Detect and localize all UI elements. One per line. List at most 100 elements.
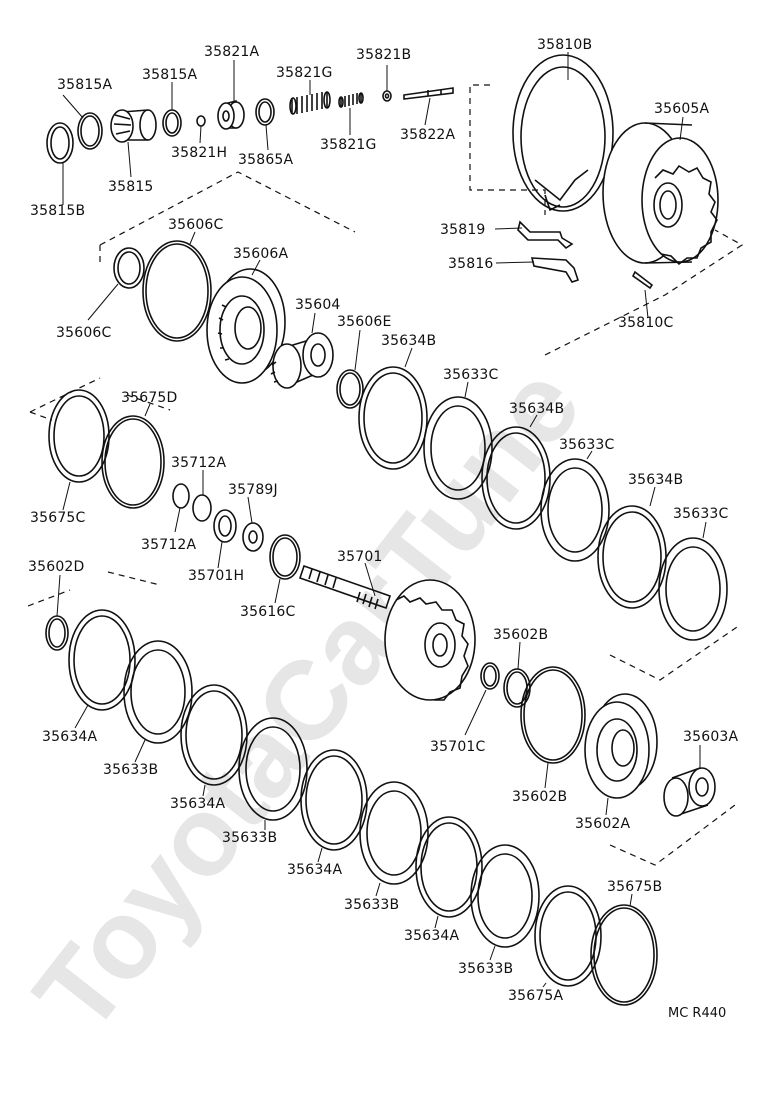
part-35815B-snap-ring — [46, 122, 74, 164]
part-35701C-ring — [480, 662, 500, 690]
label-35712A-a: 35712A — [171, 455, 227, 471]
label-35822A: 35822A — [400, 127, 456, 143]
part-35633C-disc-2 — [540, 458, 610, 562]
part-35821G-spring-small — [338, 92, 364, 108]
part-35712A-ring-2 — [192, 494, 212, 522]
label-35602A: 35602A — [575, 816, 631, 832]
label-35815A-b: 35815A — [142, 67, 198, 83]
label-35701C: 35701C — [430, 739, 486, 755]
part-35602B-large-o-ring — [520, 666, 586, 764]
label-35606A: 35606A — [233, 246, 289, 262]
label-35816: 35816 — [448, 256, 494, 272]
label-35602B-b: 35602B — [512, 789, 567, 805]
part-35815-piston — [110, 109, 157, 143]
part-35606C-small-ring — [113, 247, 145, 289]
label-35633C-a: 35633C — [443, 367, 499, 383]
part-35821G-spring-large — [289, 91, 331, 115]
label-35810C: 35810C — [618, 315, 674, 331]
part-35633B-disc-4 — [470, 844, 540, 948]
part-35810B-brake-band — [512, 54, 614, 212]
label-35815B: 35815B — [30, 203, 85, 219]
label-35606C-b: 35606C — [56, 325, 112, 341]
part-35822A-pin — [403, 87, 454, 100]
part-35633C-disc-3 — [658, 537, 728, 641]
part-35634A-plate-1 — [68, 609, 136, 711]
part-35819-bracket — [517, 220, 574, 250]
part-35616C-ring — [269, 534, 301, 580]
part-labels: 35815A 35815A 35821A 35821B 35810B 35821… — [28, 37, 739, 1021]
label-35602D: 35602D — [28, 559, 85, 575]
part-35701-input-shaft — [298, 564, 476, 701]
label-35634A-c: 35634A — [287, 862, 343, 878]
label-35712A-b: 35712A — [141, 537, 197, 553]
drawing-reference: MC R440 — [668, 1006, 726, 1021]
label-35675C: 35675C — [30, 510, 86, 526]
label-35634A-d: 35634A — [404, 928, 460, 944]
part-35602A-piston — [584, 693, 658, 799]
label-35633B-d: 35633B — [458, 961, 513, 977]
label-35634B-b: 35634B — [509, 401, 564, 417]
label-35821B: 35821B — [356, 47, 411, 63]
part-35821H-washer — [196, 115, 206, 127]
part-35634B-plate-2 — [481, 426, 551, 530]
label-35819: 35819 — [440, 222, 486, 238]
part-35606E-snap-ring — [336, 369, 364, 409]
label-35821H: 35821H — [171, 145, 227, 161]
label-35634B-c: 35634B — [628, 472, 683, 488]
part-35675C-plate — [48, 389, 110, 483]
label-35602B-a: 35602B — [493, 627, 548, 643]
label-35675B: 35675B — [607, 879, 662, 895]
part-35634B-plate-1 — [358, 366, 428, 470]
label-35603A: 35603A — [683, 729, 739, 745]
label-35634A-a: 35634A — [42, 729, 98, 745]
part-35633B-disc-1 — [123, 640, 193, 744]
part-35634B-plate-3 — [597, 505, 667, 609]
part-35789J-washer — [242, 522, 264, 552]
label-35821G-b: 35821G — [320, 137, 377, 153]
label-35604: 35604 — [295, 297, 341, 313]
part-35633C-disc-1 — [423, 396, 493, 500]
part-35606A-piston — [206, 268, 286, 384]
label-35701H: 35701H — [188, 568, 244, 584]
part-35821A-retainer — [217, 99, 245, 130]
part-35633B-disc-3 — [359, 781, 429, 885]
label-35633B-a: 35633B — [103, 762, 158, 778]
part-35675B-ring — [590, 904, 658, 1006]
part-35815A-o-ring — [77, 112, 103, 150]
label-35633C-b: 35633C — [559, 437, 615, 453]
part-35633B-disc-2 — [238, 717, 308, 821]
label-35605A: 35605A — [654, 101, 710, 117]
part-35634A-plate-4 — [415, 816, 483, 918]
part-35712A-ring-1 — [172, 483, 190, 509]
part-35602D-snap-ring — [45, 615, 69, 651]
label-35633C-c: 35633C — [673, 506, 729, 522]
part-35634A-plate-3 — [300, 749, 368, 851]
part-35865A-ring — [255, 98, 275, 126]
label-35821G-a: 35821G — [276, 65, 333, 81]
watermark-text: ToyotaCarTune — [10, 344, 604, 1055]
label-35606C-a: 35606C — [168, 217, 224, 233]
part-35816-strut — [530, 257, 580, 283]
label-35634A-b: 35634A — [170, 796, 226, 812]
label-35810B: 35810B — [537, 37, 592, 53]
label-35675D: 35675D — [121, 390, 178, 406]
label-35633B-b: 35633B — [222, 830, 277, 846]
part-35675D-ring — [101, 415, 165, 509]
label-35675A: 35675A — [508, 988, 564, 1004]
part-35605A-clutch-drum — [602, 122, 719, 266]
label-35606E: 35606E — [337, 314, 392, 330]
label-35821A: 35821A — [204, 44, 260, 60]
label-35815A-a: 35815A — [57, 77, 113, 93]
part-35821B-washer — [382, 90, 392, 102]
label-35616C: 35616C — [240, 604, 296, 620]
part-35606C-large-o-ring — [142, 240, 212, 342]
label-35633B-c: 35633B — [344, 897, 399, 913]
part-35603A-spring-retainer — [663, 767, 716, 817]
part-35675A-plate — [534, 885, 602, 987]
label-35701: 35701 — [337, 549, 383, 565]
label-35634B-a: 35634B — [381, 333, 436, 349]
part-35604-spring-retainer — [270, 332, 334, 389]
label-35865A: 35865A — [238, 152, 294, 168]
label-35789J: 35789J — [228, 482, 278, 498]
